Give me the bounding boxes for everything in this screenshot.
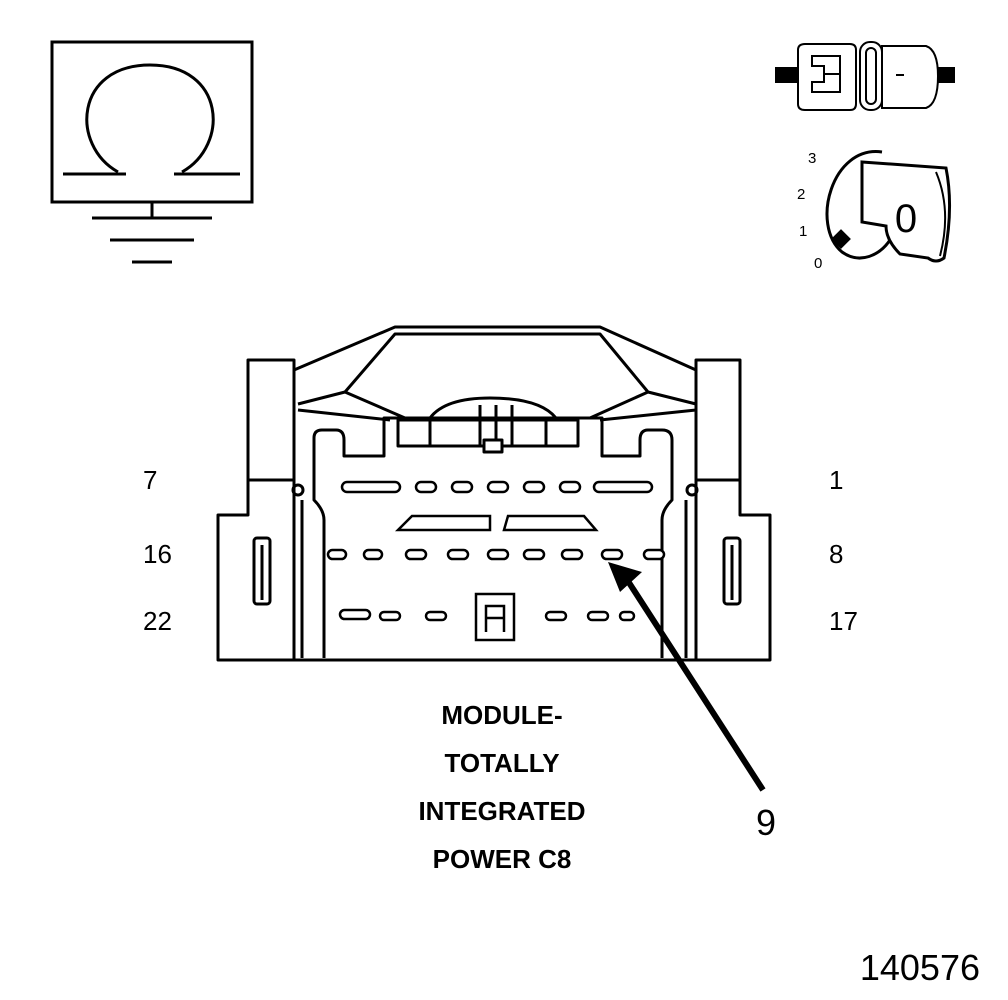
- ignition-position-2: 2: [797, 186, 805, 203]
- cavity: [600, 548, 624, 561]
- cavity: [362, 548, 384, 561]
- pin-label-22: 22: [143, 606, 172, 636]
- cavity: [586, 610, 610, 622]
- cavity: [404, 548, 428, 561]
- connector-face: [216, 325, 772, 662]
- cavity: [340, 480, 402, 494]
- ignition-key-label: 0: [895, 197, 917, 241]
- cavity: [338, 608, 372, 621]
- cavity: [618, 610, 636, 622]
- cavity: [592, 480, 654, 494]
- cavity: [378, 610, 402, 622]
- disconnected-connector-icon: [775, 41, 955, 111]
- cavity: [424, 610, 448, 622]
- cavity: [446, 548, 470, 561]
- cavity: [544, 610, 568, 622]
- cavity: [486, 548, 510, 561]
- callout-arrow: [608, 562, 766, 792]
- terminal-cavities: [326, 480, 666, 642]
- connector-caption-line-4: POWER C8: [433, 844, 572, 874]
- cavity: [560, 548, 584, 561]
- cavity: [522, 548, 546, 561]
- cavity: [522, 480, 546, 494]
- ignition-position-0: 0: [814, 255, 822, 272]
- ignition-position-3: 3: [808, 150, 816, 167]
- ignition-position-1: 1: [799, 223, 807, 240]
- callout-pin-label: 9: [756, 802, 776, 843]
- connector-caption-line-3: INTEGRATED: [418, 796, 585, 826]
- figure-id: 140576: [860, 947, 980, 988]
- pin-label-17: 17: [829, 606, 858, 636]
- ignition-key-off-icon: 0 3 2 1 0: [797, 150, 952, 272]
- connector-caption-line-2: TOTALLY: [444, 748, 559, 778]
- ohmmeter-ground-icon: [50, 40, 254, 264]
- cavity: [450, 480, 474, 494]
- cavity: [558, 480, 582, 494]
- cavity: [414, 480, 438, 494]
- cavity: [642, 548, 666, 561]
- connector-caption-line-1: MODULE-: [441, 700, 562, 730]
- pin-label-8: 8: [829, 539, 843, 569]
- pin-label-1: 1: [829, 465, 843, 495]
- cavity: [486, 480, 510, 494]
- pin-label-16: 16: [143, 539, 172, 569]
- cavity: [326, 548, 348, 561]
- pin-label-7: 7: [143, 465, 157, 495]
